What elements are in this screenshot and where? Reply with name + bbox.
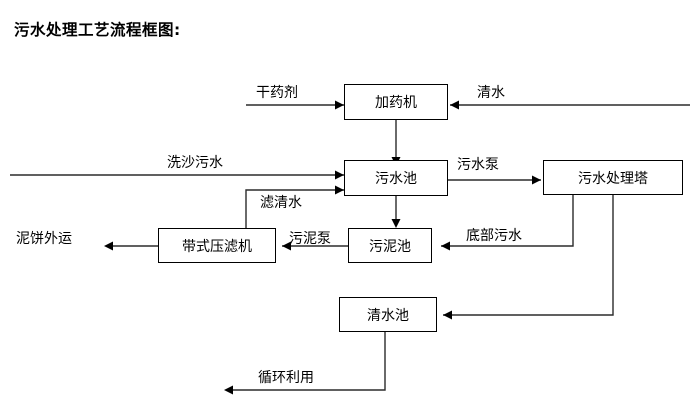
arrowhead-tower-to-clearwater (443, 310, 452, 320)
wire-clearwater-recycle (226, 331, 386, 391)
wire-bottom-sewage-to-sludge (441, 195, 574, 247)
edge-label-clean-water: 清水 (477, 85, 505, 101)
arrowhead-filtrate (335, 185, 344, 195)
arrowhead-clean-water (450, 100, 459, 110)
arrowhead-sandwash (335, 170, 344, 180)
node-sludge-pool[interactable]: 污泥池 (348, 228, 432, 263)
wire-tower-to-clearwater (443, 195, 614, 316)
arrowhead-wastewater-to-tower (532, 175, 541, 185)
node-label-wastewater-pool: 污水池 (375, 171, 417, 187)
arrowhead-bottom-sewage (441, 241, 450, 251)
node-wastewater-pool[interactable]: 污水池 (344, 160, 448, 196)
node-clear-water-pool[interactable]: 清水池 (339, 297, 437, 332)
edge-label-mud-cake-out: 泥饼外运 (16, 231, 72, 247)
arrowhead-mudcake (104, 241, 113, 251)
node-treatment-tower[interactable]: 污水处理塔 (543, 160, 683, 195)
node-label-sludge-pool: 污泥池 (369, 238, 411, 255)
arrowhead-recycle (224, 385, 233, 395)
node-label-dosing-machine: 加药机 (375, 95, 417, 111)
edge-label-filtrate: 滤清水 (260, 195, 302, 211)
page-title: 污水处理工艺流程框图: (14, 21, 181, 39)
edge-label-sludge-pump: 污泥泵 (289, 231, 331, 247)
arrowhead-wastewater-to-sludge (391, 219, 401, 228)
edge-label-sand-wash-sewage: 洗沙污水 (167, 155, 223, 171)
edge-label-bottom-sewage: 底部污水 (466, 228, 522, 244)
arrowhead-sludge-pump (282, 241, 291, 251)
arrowhead-dry-chemical (335, 100, 344, 110)
node-label-treatment-tower: 污水处理塔 (578, 170, 648, 187)
node-label-clear-water-pool: 清水池 (367, 307, 409, 324)
node-label-belt-filter-press: 带式压滤机 (182, 238, 252, 255)
edge-label-recycle-reuse: 循环利用 (258, 370, 314, 386)
edge-label-dry-chemical: 干药剂 (256, 85, 298, 101)
edge-label-sewage-pump: 污水泵 (457, 157, 499, 173)
node-dosing-machine[interactable]: 加药机 (344, 84, 448, 120)
node-belt-filter-press[interactable]: 带式压滤机 (158, 228, 276, 263)
